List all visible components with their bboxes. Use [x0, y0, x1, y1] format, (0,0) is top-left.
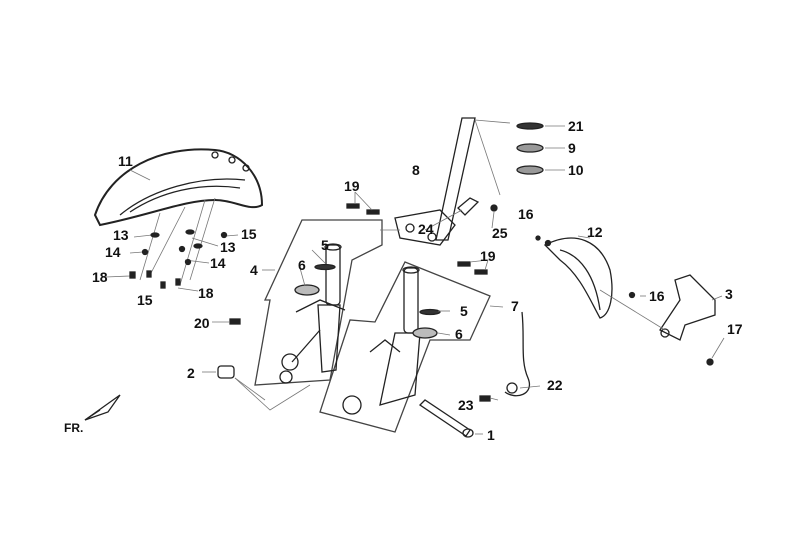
callout-6b[interactable]: 6 — [455, 326, 463, 342]
callout-23[interactable]: 23 — [458, 397, 474, 413]
callout-3[interactable]: 3 — [725, 286, 733, 302]
fork-leaders — [262, 249, 504, 336]
callout-21[interactable]: 21 — [568, 118, 584, 134]
inner-fender — [535, 235, 646, 319]
callout-22[interactable]: 22 — [547, 377, 563, 393]
stem-bolts — [346, 203, 488, 275]
callout-2[interactable]: 2 — [187, 365, 195, 381]
callout-20[interactable]: 20 — [194, 315, 210, 331]
front-direction-arrow — [84, 394, 121, 421]
callout-10[interactable]: 10 — [568, 162, 584, 178]
callout-9[interactable]: 9 — [568, 140, 576, 156]
callout-17[interactable]: 17 — [727, 321, 743, 337]
callout-18[interactable]: 18 — [92, 269, 108, 285]
callout-25[interactable]: 25 — [492, 225, 508, 241]
callout-18b[interactable]: 18 — [198, 285, 214, 301]
callout-5b[interactable]: 5 — [460, 303, 468, 319]
fender-leaders — [105, 169, 239, 292]
steering-stem — [380, 117, 511, 246]
callout-13b[interactable]: 13 — [220, 239, 236, 255]
direction-label: FR. — [64, 421, 84, 435]
axle — [418, 399, 483, 438]
callout-8[interactable]: 8 — [412, 162, 420, 178]
right-fork-panel — [319, 261, 491, 433]
right-fork — [342, 266, 441, 415]
fender-fasteners — [129, 229, 228, 289]
stem-leaders — [354, 191, 495, 271]
callout-4[interactable]: 4 — [250, 262, 258, 278]
callout-19b[interactable]: 19 — [480, 248, 496, 264]
callout-15b[interactable]: 15 — [241, 226, 257, 242]
callout-19[interactable]: 19 — [344, 178, 360, 194]
callout-11[interactable]: 11 — [118, 153, 133, 169]
callout-16[interactable]: 16 — [518, 206, 534, 222]
front-fender — [93, 148, 264, 227]
left-fork-panel — [254, 219, 383, 386]
callout-24[interactable]: 24 — [418, 221, 434, 237]
cable — [479, 311, 541, 402]
callout-6[interactable]: 6 — [298, 257, 306, 273]
callout-14[interactable]: 14 — [105, 244, 121, 260]
callout-16b[interactable]: 16 — [649, 288, 665, 304]
callout-14b[interactable]: 14 — [210, 255, 226, 271]
collar-and-bolt — [202, 318, 311, 411]
callout-13[interactable]: 13 — [113, 227, 129, 243]
callout-12[interactable]: 12 — [587, 224, 603, 240]
callout-5[interactable]: 5 — [321, 237, 329, 253]
bracket — [599, 274, 725, 366]
left-fork — [279, 243, 346, 384]
callout-7[interactable]: 7 — [511, 298, 519, 314]
callout-1[interactable]: 1 — [487, 427, 495, 443]
callout-15[interactable]: 15 — [137, 292, 153, 308]
bearing-parts — [516, 122, 565, 175]
